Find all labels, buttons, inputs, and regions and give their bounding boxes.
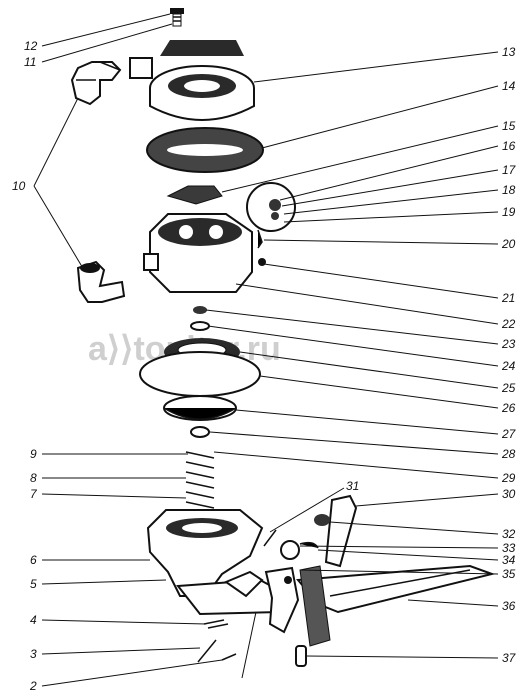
label-13: 13 <box>502 45 516 59</box>
part-top-screw <box>170 8 184 27</box>
label-25: 25 <box>501 381 516 395</box>
label-27: 27 <box>501 427 517 441</box>
label-7: 7 <box>30 487 38 501</box>
label-34: 34 <box>502 553 516 567</box>
part-washer <box>190 426 210 438</box>
label-17: 17 <box>502 163 517 177</box>
label-29: 29 <box>501 471 516 485</box>
part-gasket-plate <box>146 127 264 173</box>
label-36: 36 <box>502 599 516 613</box>
part-valve-inset <box>246 182 296 249</box>
label-32: 32 <box>502 527 516 541</box>
label-20: 20 <box>501 237 516 251</box>
label-28: 28 <box>501 447 516 461</box>
part-lower-body <box>146 509 292 616</box>
label-37: 37 <box>502 651 517 665</box>
label-22: 22 <box>501 317 516 331</box>
label-10: 10 <box>12 179 26 193</box>
part-spring <box>185 448 215 512</box>
label-4: 4 <box>30 613 37 627</box>
part-small-spring <box>280 540 319 560</box>
part-elbow-fitting-top <box>70 61 122 106</box>
label-19: 19 <box>502 205 516 219</box>
label-18: 18 <box>502 183 516 197</box>
part-pump-body <box>143 213 266 293</box>
part-diaphragm <box>139 338 261 397</box>
part-arm <box>223 566 300 634</box>
label-11: 11 <box>24 55 36 69</box>
part-lower-cup <box>163 395 237 421</box>
label-14: 14 <box>502 79 516 93</box>
part-number-labels: 12 11 10 9 8 7 6 5 4 3 2 13 14 15 16 17 … <box>12 39 517 693</box>
part-top-cover <box>129 40 255 121</box>
leader-lines <box>33 13 499 687</box>
label-9: 9 <box>30 447 37 461</box>
label-30: 30 <box>502 487 516 501</box>
part-pull-rod <box>263 494 358 568</box>
part-pins <box>197 619 237 663</box>
label-24: 24 <box>501 359 516 373</box>
label-6: 6 <box>30 553 37 567</box>
label-8: 8 <box>30 471 37 485</box>
label-5: 5 <box>30 577 37 591</box>
part-elbow-fitting-bottom <box>76 260 126 303</box>
label-35: 35 <box>502 567 516 581</box>
label-12: 12 <box>24 39 38 53</box>
label-33: 33 <box>502 541 516 555</box>
label-2: 2 <box>29 679 37 693</box>
label-3: 3 <box>30 647 37 661</box>
part-pin-37 <box>295 645 307 667</box>
label-21: 21 <box>501 291 515 305</box>
label-26: 26 <box>501 401 516 415</box>
label-15: 15 <box>502 119 516 133</box>
part-lever <box>295 564 496 647</box>
part-valve-plate <box>166 185 223 205</box>
label-23: 23 <box>501 337 516 351</box>
label-31: 31 <box>346 479 359 493</box>
label-16: 16 <box>502 139 516 153</box>
